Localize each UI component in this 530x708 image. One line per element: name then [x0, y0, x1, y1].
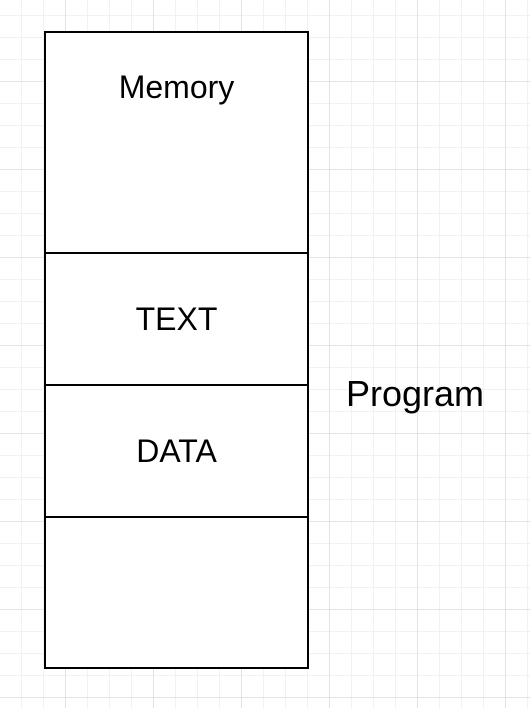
text-segment: TEXT: [46, 252, 307, 384]
empty-segment: [46, 516, 307, 667]
data-segment: DATA: [46, 384, 307, 516]
data-segment-label: DATA: [136, 433, 217, 469]
memory-header-region: Memory: [46, 33, 307, 252]
text-segment-label: TEXT: [135, 301, 218, 337]
program-label: Program: [346, 373, 485, 414]
memory-label: Memory: [118, 69, 235, 105]
memory-block: Memory TEXT DATA: [44, 31, 309, 669]
